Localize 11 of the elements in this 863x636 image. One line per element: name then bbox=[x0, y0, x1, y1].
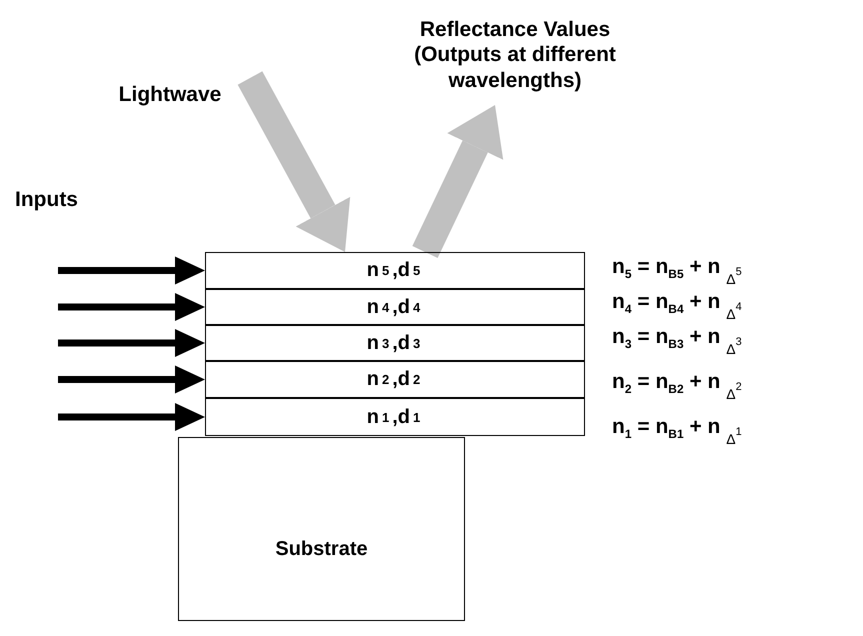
inputs-label: Inputs bbox=[15, 188, 78, 212]
input-light-label: Lightwave bbox=[90, 78, 250, 112]
output-label: Reflectance Values (Outputs at different wavelengths) bbox=[390, 5, 640, 105]
light-arrow bbox=[238, 71, 350, 252]
light-arrow bbox=[412, 105, 504, 258]
input-arrow bbox=[58, 403, 205, 431]
input-arrow bbox=[58, 293, 205, 321]
input-arrow bbox=[58, 366, 205, 394]
input-arrow bbox=[58, 256, 205, 284]
input-arrow bbox=[58, 329, 205, 357]
substrate-block: Substrate bbox=[178, 437, 465, 621]
